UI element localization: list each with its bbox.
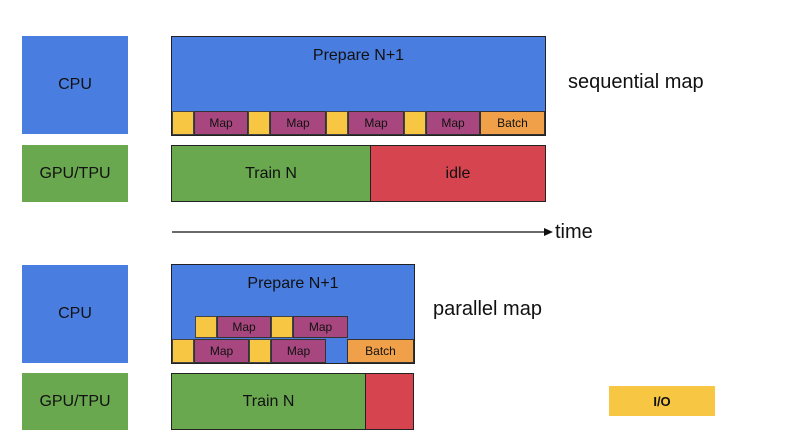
seq-batch-block: Batch	[480, 111, 545, 135]
time-arrow	[172, 228, 553, 236]
seq-map-block: Map	[426, 111, 480, 135]
par-idle-block	[365, 373, 414, 430]
seq-map-block: Map	[194, 111, 248, 135]
par-train-block: Train N	[171, 373, 366, 430]
seq-map-block: Map	[348, 111, 404, 135]
parallel-map-caption: parallel map	[433, 298, 542, 320]
seq-io-block	[326, 111, 348, 135]
par-gpu-label: GPU/TPU	[22, 373, 128, 430]
sequential-map-caption: sequential map	[568, 71, 704, 93]
par-cpu-label: CPU	[22, 265, 128, 363]
seq-cpu-label: CPU	[22, 36, 128, 134]
par-io-block	[172, 339, 194, 363]
seq-map-block: Map	[270, 111, 326, 135]
par-map-block: Map	[194, 339, 249, 363]
par-io-block	[249, 339, 271, 363]
par-io-block	[195, 316, 217, 338]
par-batch-block: Batch	[347, 339, 414, 363]
legend-io: I/O	[609, 386, 715, 416]
par-map-block: Map	[293, 316, 348, 338]
par-map-block: Map	[271, 339, 326, 363]
seq-train-block: Train N	[171, 145, 371, 202]
time-label: time	[555, 221, 593, 243]
seq-idle-block: idle	[370, 145, 546, 202]
seq-gpu-label: GPU/TPU	[22, 145, 128, 202]
seq-io-block	[172, 111, 194, 135]
seq-io-block	[248, 111, 270, 135]
par-map-block: Map	[217, 316, 271, 338]
seq-io-block	[404, 111, 426, 135]
par-io-block	[271, 316, 293, 338]
